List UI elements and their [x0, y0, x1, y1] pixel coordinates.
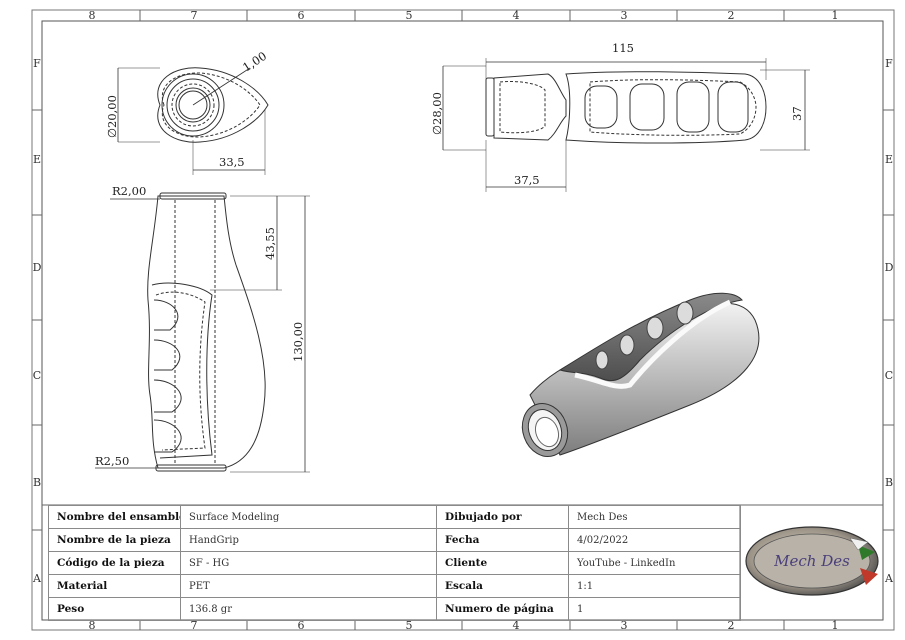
title-block-row: Material PET Escala 1:1	[48, 574, 741, 598]
value-material: PET	[180, 574, 437, 598]
value-page-number: 1	[568, 597, 741, 621]
title-block: Nombre del ensamble Surface Modeling Dib…	[48, 505, 741, 621]
label-page-number: Numero de página	[436, 597, 569, 621]
zone-row-right-B: B	[885, 476, 893, 489]
dim-front-total-length: 130,00	[291, 322, 305, 362]
zone-row-left-F: F	[33, 57, 41, 70]
zone-col-bottom-8: 8	[89, 619, 96, 632]
label-assembly-name: Nombre del ensamble	[48, 505, 181, 529]
dim-radius-bottom: R2,50	[95, 454, 129, 468]
zone-col-bottom-2: 2	[728, 619, 735, 632]
value-scale: 1:1	[568, 574, 741, 598]
zone-col-top-8: 8	[89, 9, 96, 22]
dim-top-length: 115	[612, 41, 634, 55]
dim-end-width: 33,5	[219, 155, 245, 169]
title-block-row: Peso 136.8 gr Numero de página 1	[48, 597, 741, 621]
zone-col-top-1: 1	[832, 9, 839, 22]
value-assembly-name: Surface Modeling	[180, 505, 437, 529]
label-date: Fecha	[436, 528, 569, 552]
dim-end-diameter: ∅20,00	[105, 95, 119, 138]
label-drawn-by: Dibujado por	[436, 505, 569, 529]
zone-ticks	[32, 10, 894, 630]
zone-row-left-C: C	[33, 369, 41, 382]
end-view	[117, 67, 269, 175]
dim-radius-top: R2,00	[112, 184, 146, 198]
zone-row-left-D: D	[33, 261, 42, 274]
zone-row-left-A: A	[32, 572, 42, 585]
top-view	[442, 58, 810, 192]
zone-col-bottom-3: 3	[621, 619, 628, 632]
label-scale: Escala	[436, 574, 569, 598]
value-weight: 136.8 gr	[180, 597, 437, 621]
value-client: YouTube - LinkedIn	[568, 551, 741, 575]
dim-top-diameter: ∅28,00	[430, 92, 444, 135]
zone-row-left-E: E	[33, 153, 41, 166]
zone-col-top-6: 6	[298, 9, 305, 22]
isometric-view	[521, 292, 760, 457]
label-part-code: Código de la pieza	[48, 551, 181, 575]
dim-top-height: 37	[790, 106, 804, 121]
zone-col-top-5: 5	[406, 9, 413, 22]
front-view	[95, 192, 310, 473]
zone-col-top-3: 3	[621, 9, 628, 22]
zone-row-left-B: B	[33, 476, 41, 489]
title-block-row: Código de la pieza SF - HG Cliente YouTu…	[48, 551, 741, 575]
zone-col-top-7: 7	[191, 9, 198, 22]
label-client: Cliente	[436, 551, 569, 575]
zone-row-right-A: A	[884, 572, 894, 585]
value-part-name: HandGrip	[180, 528, 437, 552]
value-part-code: SF - HG	[180, 551, 437, 575]
zone-row-right-C: C	[885, 369, 893, 382]
label-part-name: Nombre de la pieza	[48, 528, 181, 552]
title-block-row: Nombre del ensamble Surface Modeling Dib…	[48, 505, 741, 529]
zone-col-top-4: 4	[513, 9, 520, 22]
dim-wall-thickness: 1,00	[240, 49, 269, 75]
label-material: Material	[48, 574, 181, 598]
zone-row-right-D: D	[885, 261, 894, 274]
logo-text: Mech Des	[773, 552, 850, 570]
zone-col-top-2: 2	[728, 9, 735, 22]
zone-col-bottom-7: 7	[191, 619, 198, 632]
title-block-row: Nombre de la pieza HandGrip Fecha 4/02/2…	[48, 528, 741, 552]
zone-col-bottom-6: 6	[298, 619, 305, 632]
value-drawn-by: Mech Des	[568, 505, 741, 529]
zone-row-right-F: F	[885, 57, 893, 70]
value-date: 4/02/2022	[568, 528, 741, 552]
dim-top-offset: 37,5	[514, 173, 540, 187]
dim-front-upper-length: 43,55	[263, 227, 277, 260]
company-logo: Mech Des	[745, 526, 879, 596]
label-weight: Peso	[48, 597, 181, 621]
zone-row-right-E: E	[885, 153, 893, 166]
zone-col-bottom-1: 1	[832, 619, 839, 632]
zone-col-bottom-4: 4	[513, 619, 520, 632]
zone-col-bottom-5: 5	[406, 619, 413, 632]
